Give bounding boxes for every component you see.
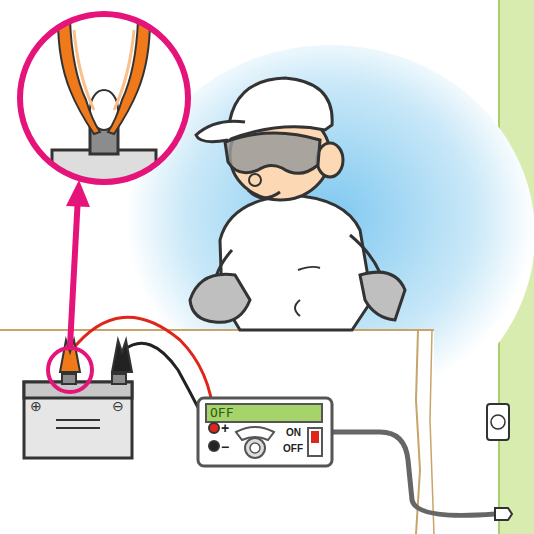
display-text: OFF — [210, 406, 233, 419]
battery — [24, 374, 132, 458]
power-cord — [330, 432, 495, 515]
highlight-ring — [48, 348, 92, 392]
battery-charger — [198, 398, 332, 466]
switch-label: ON — [286, 428, 301, 438]
worker — [190, 78, 405, 330]
plug — [495, 508, 512, 520]
black-clamp — [112, 340, 132, 372]
terminal-sign: + — [221, 421, 229, 435]
switch-label: OFF — [283, 444, 303, 454]
battery-polarity: ⊖ — [112, 399, 124, 413]
magnify-arrow — [70, 196, 78, 346]
battery-polarity: ⊕ — [30, 399, 42, 413]
terminal-sign: − — [221, 440, 229, 454]
wall-outlet — [487, 404, 509, 440]
